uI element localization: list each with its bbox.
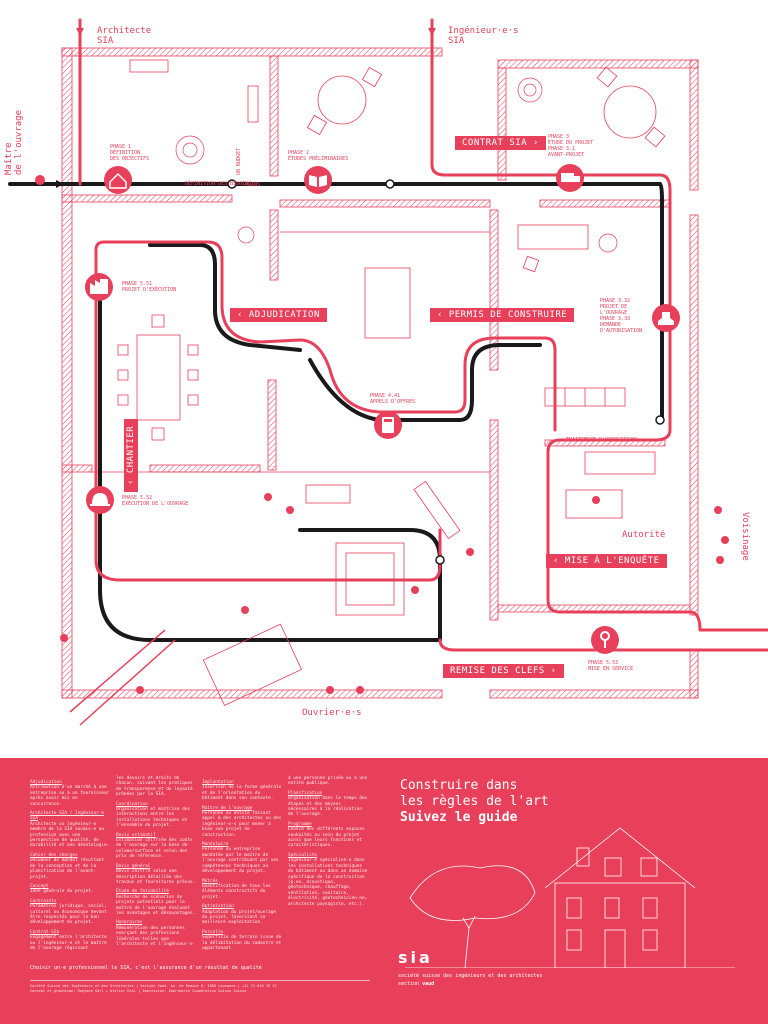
phase-5-52: PHASE 5.52 EXÉCUTION DE L'OUVRAGE xyxy=(122,495,189,507)
house-illustration-icon xyxy=(405,827,735,968)
glossary-term: Optimisation xyxy=(202,904,234,910)
phase-5-51: PHASE 5.51 PROJET D'EXÉCUTION xyxy=(122,281,177,293)
glossary-col-4: à une personne privée ou à une entité pu… xyxy=(288,776,368,907)
calculator-icon xyxy=(374,411,402,439)
glossary-term: Métrés xyxy=(202,878,218,884)
actor-neighbours: Voisinage xyxy=(740,512,750,561)
book-icon xyxy=(304,166,332,194)
house-icon xyxy=(104,166,132,194)
headline-line-1: Construire dans xyxy=(400,778,518,793)
van-icon xyxy=(556,164,584,192)
footer-credits: Société Suisse des Ingénieurs et des Arc… xyxy=(30,980,370,994)
actor-engineer: Ingénieur·e·s SIA xyxy=(448,26,519,46)
actor-authority: Autorité xyxy=(622,530,666,540)
glossary-definition: Paramètres juridique, social, culturel o… xyxy=(30,904,107,926)
walls xyxy=(61,47,699,699)
glossary-definition: Estimation chiffrée des coûts de l'ouvra… xyxy=(116,838,193,860)
needs-label: DÉFINITION DES BESOINS xyxy=(185,181,252,187)
glossary-definition: Organisation dans le temps des étapes et… xyxy=(288,796,368,818)
sia-subtitle: société suisse des ingénieurs et des arc… xyxy=(398,972,543,988)
glossary-term: Honoraires xyxy=(116,920,143,926)
glossary-definition: Recherche de scénarios de projets potent… xyxy=(116,894,196,916)
people xyxy=(35,175,729,694)
plants xyxy=(175,77,618,253)
pill-permit: ‹ PERMIS DE CONSTRUIRE xyxy=(430,308,575,322)
factory-icon xyxy=(85,273,113,301)
glossary-term: Spécialiste xyxy=(288,852,318,858)
glossary-definition: Rémunération des personnes exerçant des … xyxy=(116,925,193,947)
glossary-definition: Document de mandat résultant de la conce… xyxy=(30,858,105,880)
glossary-definition: Personne ou entreprise mandatée par le m… xyxy=(202,847,279,875)
glossary-term: Contrat SIA xyxy=(30,929,60,935)
glossary-definition: Personne ou entité faisant appel à des a… xyxy=(202,811,282,838)
headline-line-3: Suivez le guide xyxy=(400,810,518,825)
glossary-definition: à une personne privée ou à une entité pu… xyxy=(288,776,368,787)
glossary-term: Cahier des charges xyxy=(30,852,78,858)
glossary-term: Mandataire xyxy=(202,842,229,848)
sia-logo: sia xyxy=(398,948,433,967)
phase-3: PHASE 3 ÉTUDE DU PROJET PHASE 3.1 AVANT-… xyxy=(548,134,594,158)
glossary-definition: Énoncé des différents espaces souhaités … xyxy=(288,827,365,849)
glossary-definition: Architecte ou ingénieur·e membre de la S… xyxy=(30,821,110,849)
headline: Construire dans les règles de l'art Suiv… xyxy=(400,778,549,826)
glossary-definition: Organisation et maîtrise des interaction… xyxy=(116,807,191,829)
pill-inquiry: ‹ MISE À L'ENQUÊTE xyxy=(546,554,667,568)
glossary-term: Implantation xyxy=(202,780,234,785)
budget-label: UN BUDGET xyxy=(236,147,242,175)
pill-keys: REMISE DES CLEFS › xyxy=(443,664,564,678)
sia-subtitle-3: vaud xyxy=(422,981,435,987)
station-icons xyxy=(85,164,680,654)
pill-adjudication: ‹ ADJUDICATION xyxy=(230,308,327,322)
furniture xyxy=(69,66,666,726)
glossary-definition: Quantification de tous les éléments cons… xyxy=(202,883,271,900)
glossary-term: Programme xyxy=(288,821,312,827)
glossary-term: Devis estimatif xyxy=(116,832,156,838)
glossary-definition: Attribution d'un marché à une entreprise… xyxy=(30,785,110,807)
glossary-term: Adjudication xyxy=(30,780,62,785)
sia-subtitle-2: section xyxy=(398,981,420,987)
stamp-icon xyxy=(652,304,680,332)
glossary-term: Parcelle xyxy=(202,929,224,935)
phase-3-32: PHASE 3.32 PROJET DE L'OUVRAGE PHASE 3.3… xyxy=(600,298,643,334)
headline-line-2: les règles de l'art xyxy=(400,794,549,809)
glossary-term: Étude de faisabilité xyxy=(116,889,169,895)
glossary-definition: Superficie de terrain issue de la délimi… xyxy=(202,935,282,951)
phase-5-53: PHASE 5.53 MISE EN SERVICE xyxy=(588,660,634,672)
plans-label: PLANS xyxy=(245,182,261,188)
phase-1: PHASE 1 DÉFINITION DES OBJECTIFS xyxy=(110,144,150,162)
key-icon xyxy=(591,626,619,654)
sia-subtitle-1: société suisse des ingénieurs et des arc… xyxy=(398,973,543,979)
actor-workers: Ouvrier·e·s xyxy=(302,708,362,718)
pill-site: ‹ CHANTIER xyxy=(124,418,138,492)
actor-owner: Maître de l'ouvrage xyxy=(4,109,24,175)
glossary-definition: les devoirs et droits de chacun, suivant… xyxy=(116,776,193,798)
opposition-label: TRAITEMENT D'OPPOSITIONS xyxy=(566,437,639,443)
glossary-col-2: les devoirs et droits de chacun, suivant… xyxy=(116,776,196,947)
hardhat-icon xyxy=(86,486,114,514)
glossary-definition: Devis chiffré selon une description déta… xyxy=(116,869,196,885)
glossary-term: Architecte SIA / Ingénieur·e SIA xyxy=(30,811,105,822)
tagline: Choisir un·e professionnel le SIA, c'est… xyxy=(30,965,262,971)
phase-4-41: PHASE 4.41 APPELS D'OFFRES xyxy=(370,393,416,405)
glossary-definition: Ingénieur·e spécialisé·e dans les instal… xyxy=(288,858,368,907)
glossary-definition: Insertion de la forme générale et de l'o… xyxy=(202,785,282,802)
glossary-definition: Engagement entre l'architecte ou l'ingén… xyxy=(30,935,107,951)
glossary-term: Contraints xyxy=(30,898,57,904)
process-floor-plan xyxy=(8,18,768,726)
glossary-term: Devis général xyxy=(116,863,151,869)
glossary-definition: Idée générale du projet. xyxy=(30,889,94,895)
glossary-term: Coordination xyxy=(116,801,148,807)
glossary-term: Concept xyxy=(30,883,49,889)
glossary-term: Maître de l'ouvrage xyxy=(202,805,253,811)
pill-contract: CONTRAT SIA › xyxy=(455,136,546,150)
glossary-definition: Adaptation du projet/ouvrage du projet, … xyxy=(202,909,277,926)
actor-architect: Architecte SIA xyxy=(97,26,152,46)
phase-2: PHASE 2 ÉTUDES PRÉLIMINAIRES xyxy=(288,150,349,162)
glossary-term: Planification xyxy=(288,790,323,796)
